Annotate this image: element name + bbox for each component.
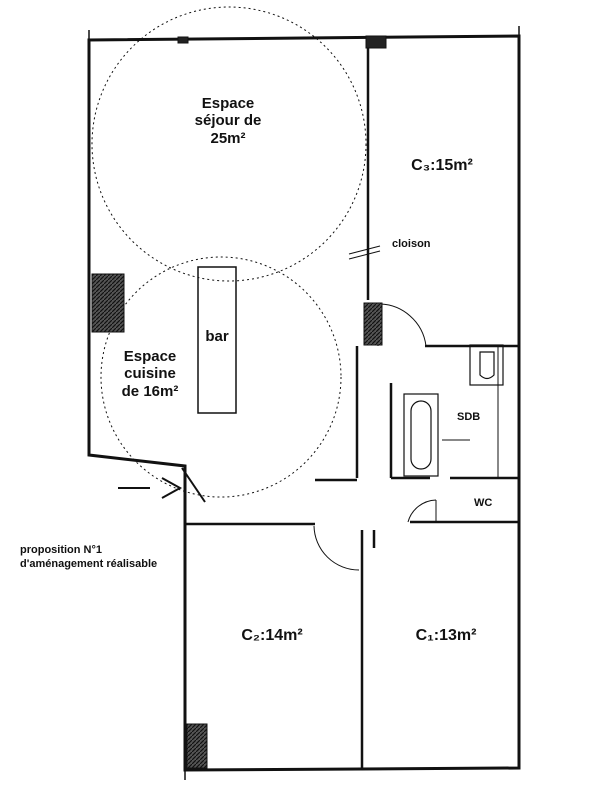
bath-fittings xyxy=(442,345,499,478)
bar-counter xyxy=(197,266,237,414)
corner-ticks xyxy=(88,26,520,780)
sejour-label-line3: 25m² xyxy=(210,130,245,147)
c1-label: C₁:13m² xyxy=(416,627,477,644)
proposition-line2: d'aménagement réalisable xyxy=(20,558,158,570)
proposition-line1: proposition N°1 xyxy=(20,544,103,556)
entrance-door xyxy=(118,467,206,503)
c2-label: C₂:14m² xyxy=(241,627,302,644)
outer-walls xyxy=(87,34,521,772)
wc-label: WC xyxy=(474,497,492,509)
door-swings xyxy=(313,303,437,571)
sejour-label-line1: Espace xyxy=(202,95,255,112)
cuisine-label-line3: de 16m² xyxy=(122,383,179,400)
c3-label: C₃:15m² xyxy=(411,157,473,174)
sejour-label-line2: séjour de xyxy=(195,112,262,129)
proposition-caption: proposition N°1 d'aménagement réalisable xyxy=(20,543,157,571)
sejour-zone-circle xyxy=(91,6,367,282)
bathtub-icon xyxy=(403,393,439,477)
sink-icon xyxy=(469,344,504,386)
cuisine-zone-circle xyxy=(100,256,342,498)
bar-label: bar xyxy=(205,328,229,345)
cloison-label: cloison xyxy=(392,238,431,250)
cuisine-label-line1: Espace xyxy=(124,348,177,365)
structural-blocks xyxy=(91,35,387,769)
cuisine-label-line2: cuisine xyxy=(124,365,176,382)
sdb-label: SDB xyxy=(457,411,480,423)
interior-walls xyxy=(185,40,519,768)
cloison-mark xyxy=(348,245,381,260)
